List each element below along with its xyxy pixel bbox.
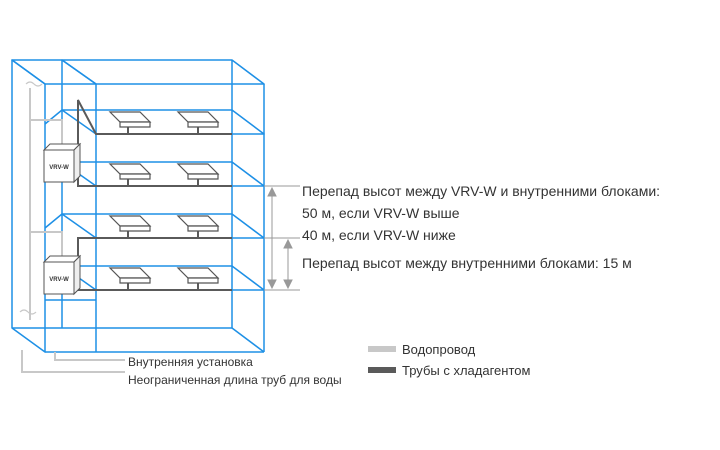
left-wall-top [11,59,97,85]
label-unlimited-pipe: Неограниченная длина труб для воды [128,373,342,387]
annotation-line-3: 40 м, если VRV-W ниже [302,227,456,243]
indoor-unit [108,163,152,180]
legend: Водопровод Трубы с хладагентом [368,342,530,378]
vrv-w-unit-bottom-label: VRV-W [49,277,69,283]
legend-swatch-refrigerant [368,367,396,373]
annotation-line-1: Перепад высот между VRV-W и внутренними … [302,183,660,199]
indoor-unit [108,111,152,128]
indoor-unit [176,111,220,128]
building-bottom-right [231,327,265,353]
legend-item-refrigerant: Трубы с хладагентом [368,363,530,378]
left-wall-front [11,59,46,353]
vrv-w-unit-top-label: VRV-W [49,165,69,171]
refrigerant-pipe [77,99,232,291]
floor-slab-3 [44,213,265,239]
height-indicators [264,185,300,291]
indoor-unit [108,215,152,232]
annotation-line-4: Перепад высот между внутренними блоками:… [302,255,632,271]
vrv-w-unit-top: VRV-W [42,142,82,184]
water-pipe [21,88,125,373]
indoor-unit [176,215,220,232]
legend-item-water: Водопровод [368,342,476,357]
building-top [61,59,265,85]
floor-slab-1 [44,109,265,135]
indoor-unit [108,267,152,284]
height-annotations: Перепад высот между VRV-W и внутренними … [302,183,660,271]
indoor-units [108,111,220,284]
legend-swatch-water [368,346,396,352]
legend-label-refrigerant: Трубы с хладагентом [402,363,530,378]
pipe-break-marks [19,81,43,315]
building-outline [11,59,265,353]
label-indoor-installation: Внутренняя установка [128,355,253,369]
annotation-line-2: 50 м, если VRV-W выше [302,205,460,221]
legend-label-water: Водопровод [402,342,476,357]
indoor-unit [176,163,220,180]
vrv-w-unit-bottom: VRV-W [42,254,82,296]
indoor-unit [176,267,220,284]
